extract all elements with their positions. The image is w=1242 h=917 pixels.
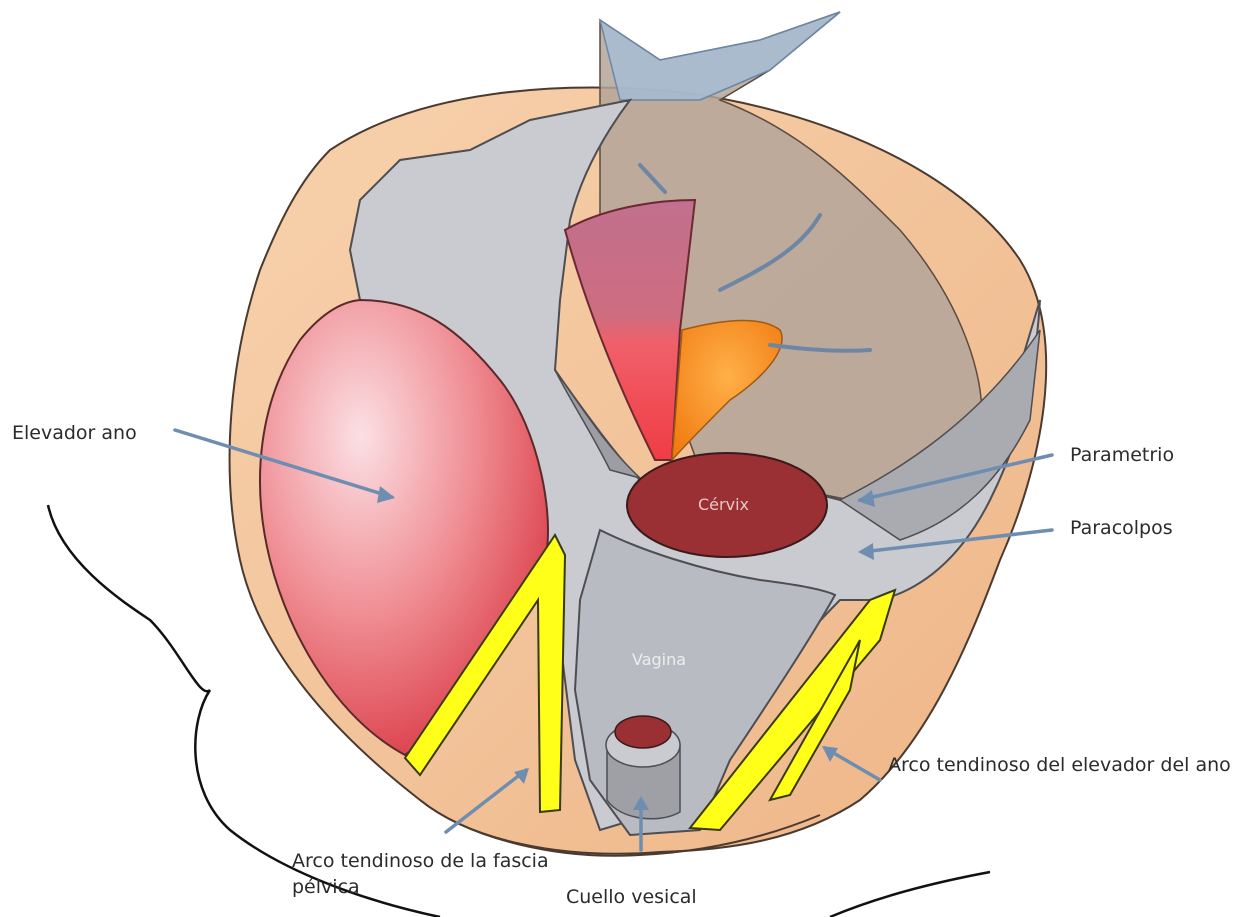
label-parametrium: Parametrio	[1070, 442, 1174, 468]
vagina-label: Vagina	[632, 650, 686, 669]
label-arcus-levator: Arco tendinoso del elevador del ano	[888, 752, 1238, 778]
label-bladder-neck: Cuello vesical	[566, 884, 697, 910]
label-arcus-fascia: Arco tendinoso de la fascia pélvica	[292, 848, 592, 900]
label-levator-ani: Elevador ano	[12, 420, 137, 446]
bladder-neck-opening	[615, 716, 671, 748]
cervix-label: Cérvix	[698, 495, 749, 514]
label-paracolpos: Paracolpos	[1070, 515, 1173, 541]
body-outline-right	[830, 872, 990, 917]
uterus-top	[600, 12, 840, 100]
